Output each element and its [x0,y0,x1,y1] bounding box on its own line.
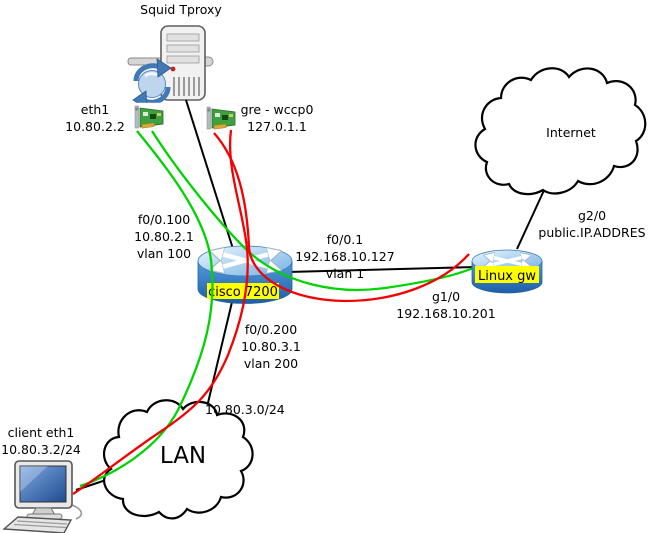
gre-interface-label: gre - wccp0 127.0.1.1 [240,102,314,134]
sync-arrows-icon [132,58,172,110]
nic-card-icon-gre[interactable] [201,103,239,133]
desktop-computer-icon[interactable] [2,460,83,533]
flow-red-gre-cisco-linuxgw [213,132,470,303]
g10-interface-label: g1/0 192.168.10.201 [396,289,496,321]
lan-subnet-label: 10.80.3.0/24 [205,402,285,417]
flow-red-gre-cisco-client [72,129,249,495]
client-label: client eth1 10.80.3.2/24 [1,425,81,457]
flow-green-eth1-cisco-linuxgw [151,130,474,292]
squid-title-label: Squid Tproxy [140,2,222,17]
internet-cloud-label: Internet [546,125,596,140]
cloud-icon-lan[interactable] [102,399,254,520]
linuxgw-label: Linux gw [475,266,539,284]
f001-interface-label: f0/0.1 192.168.10.127 vlan 1 [295,232,395,281]
nic-card-icon-eth1[interactable] [129,102,167,132]
f00100-interface-label: f0/0.100 10.80.2.1 vlan 100 [134,212,194,261]
lan-cloud-label: LAN [159,443,207,469]
link-cisco-linuxgw [287,266,477,273]
g20-interface-label: g2/0 public.IP.ADDRES [538,208,646,240]
cloud-icon-internet[interactable] [474,67,647,196]
cisco-label-text: cisco 7200 [208,285,278,300]
link-linuxgw-internet [516,185,547,250]
cisco-label: cisco 7200 [207,283,279,300]
linuxgw-label-text: Linux gw [478,269,536,284]
flow-green-eth1-client [79,130,214,488]
eth1-interface-label: eth1 10.80.2.2 [65,102,125,134]
server-tower-icon[interactable] [127,25,214,101]
f00200-interface-label: f0/0.200 10.80.3.1 vlan 200 [241,322,301,371]
